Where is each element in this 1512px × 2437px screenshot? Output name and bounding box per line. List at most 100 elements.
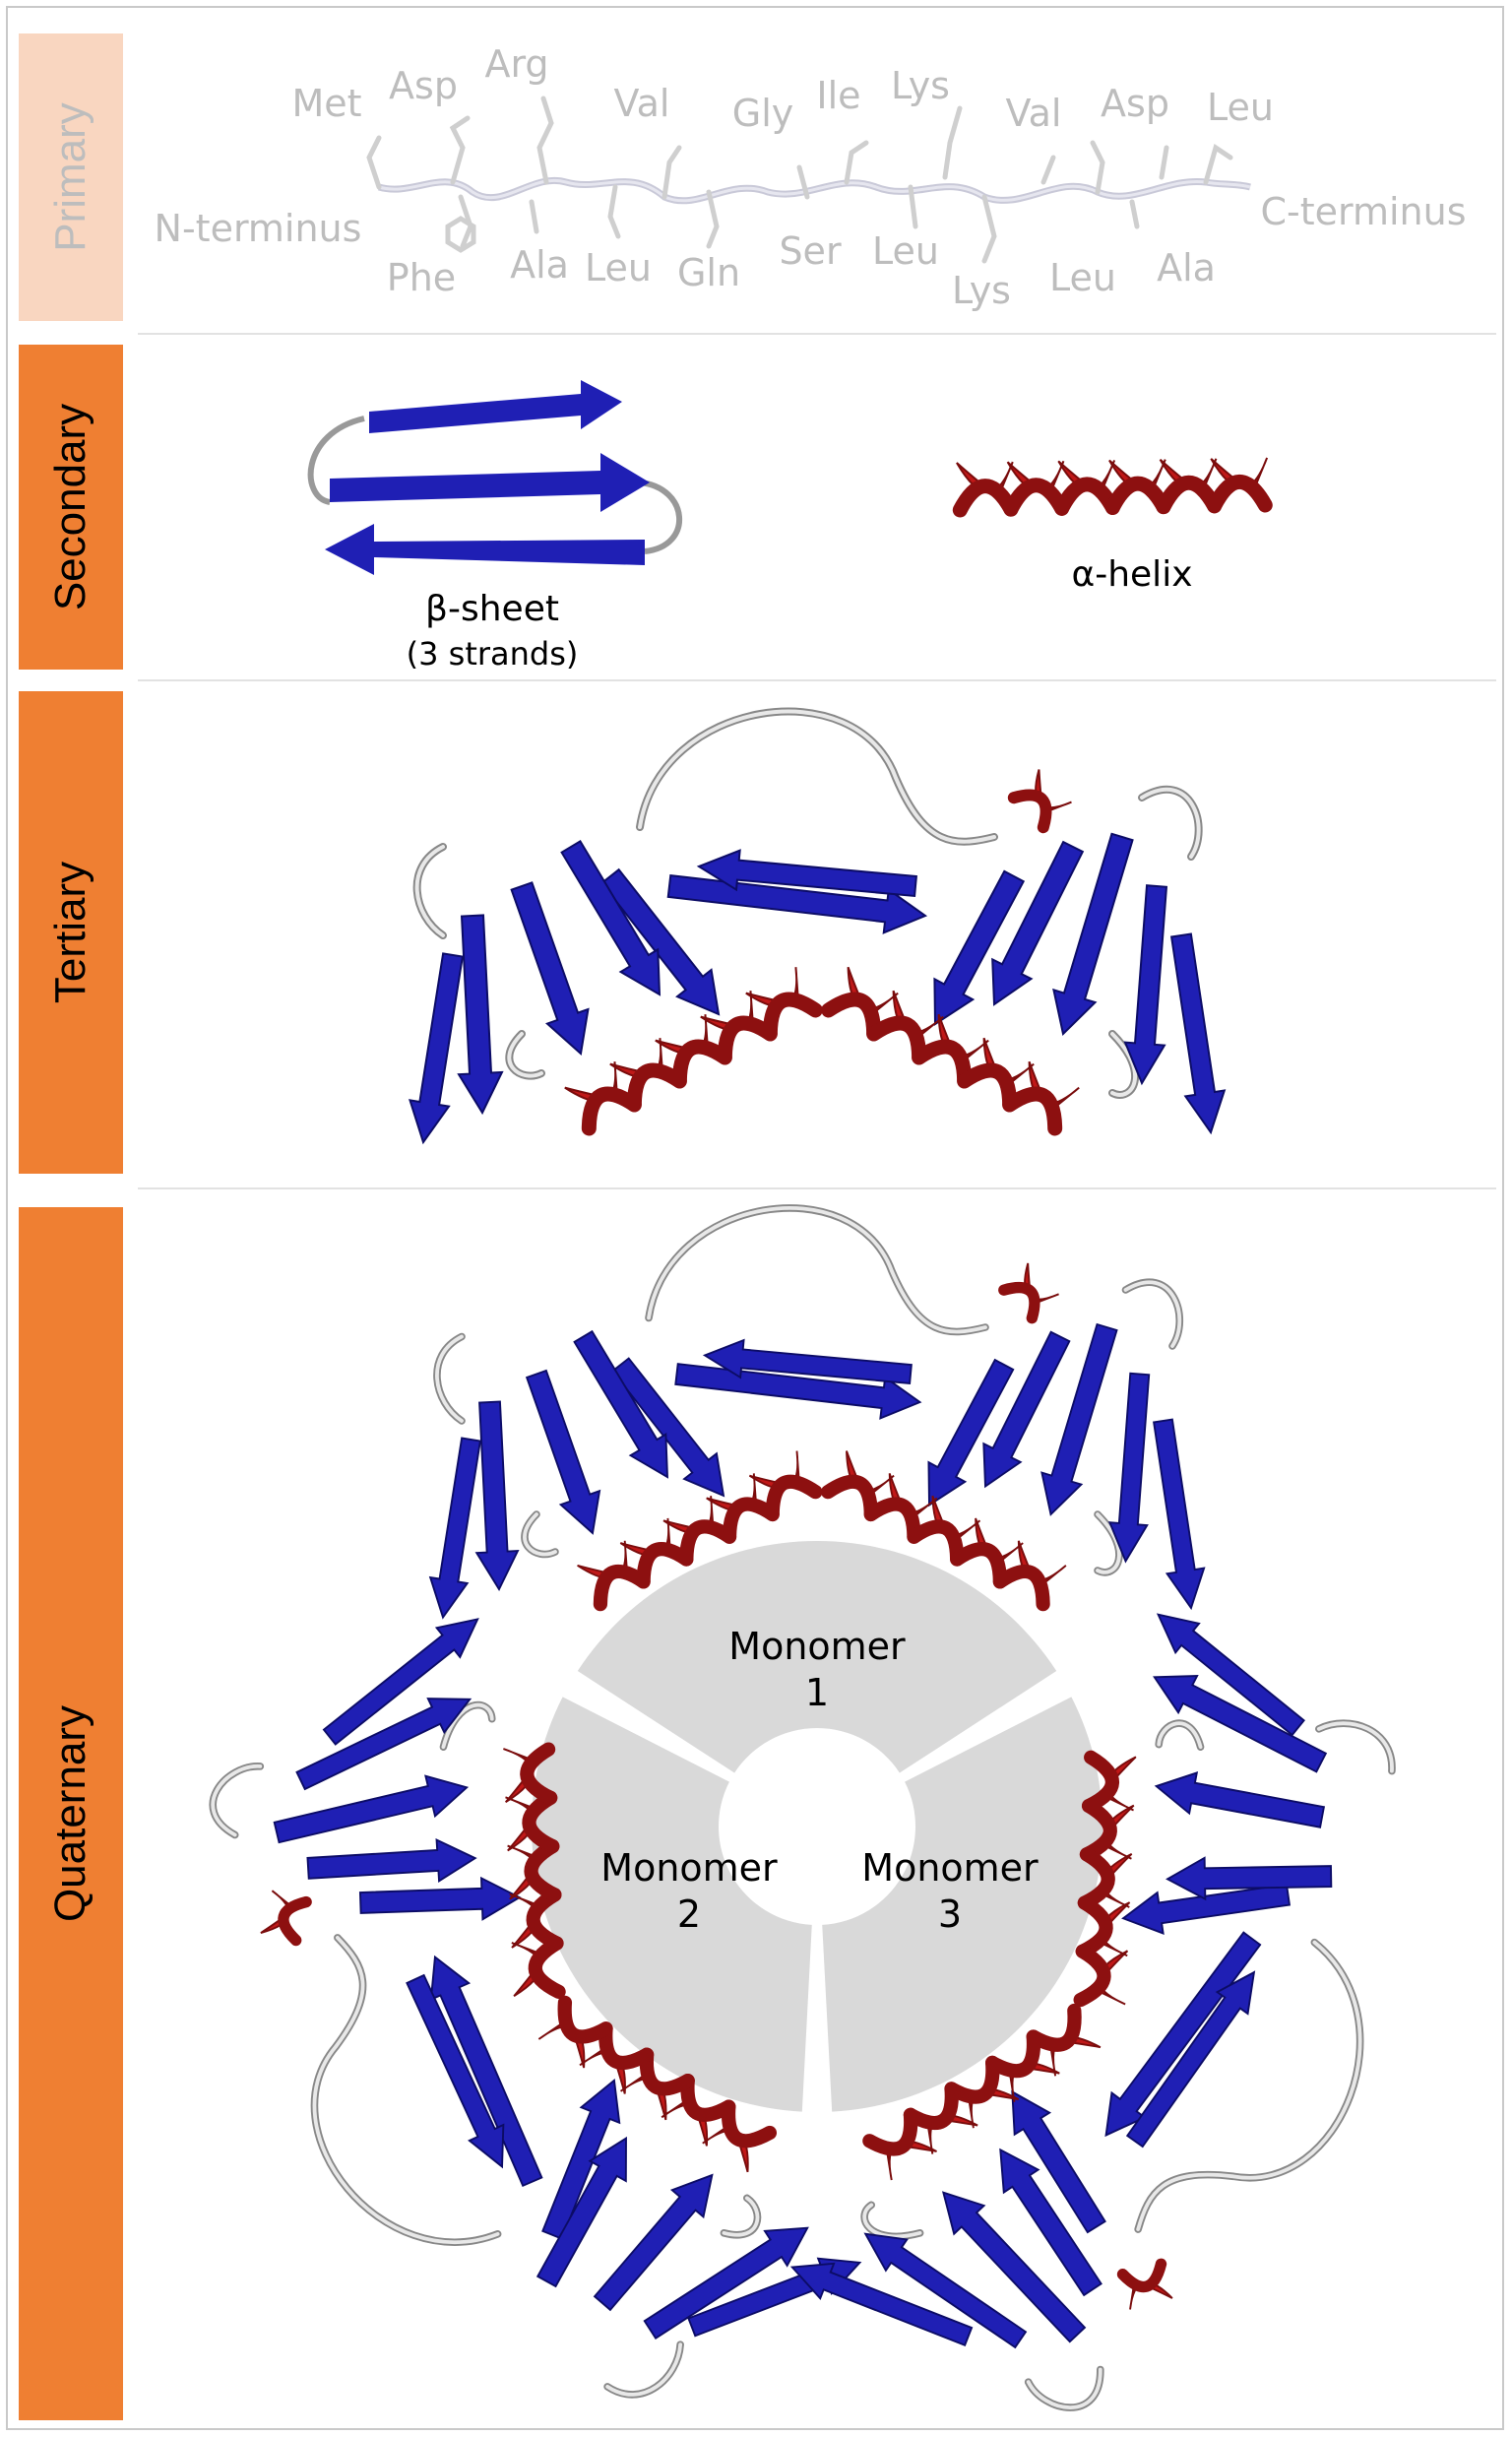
helix-turn-back bbox=[593, 1564, 651, 1612]
beta-strand bbox=[666, 873, 928, 934]
beta-strand bbox=[863, 2232, 1028, 2349]
beta-strand bbox=[358, 1876, 522, 1921]
short-helix bbox=[1007, 769, 1072, 834]
beta-strand bbox=[525, 1369, 601, 1535]
residue-label-top: Val bbox=[1006, 92, 1062, 135]
alpha-helix-right bbox=[503, 1742, 566, 1999]
monomer-left-loop-highlight bbox=[414, 845, 445, 937]
beta-strand bbox=[1107, 1372, 1151, 1564]
beta-strand bbox=[702, 1338, 913, 1384]
helix-turn-back bbox=[1073, 1944, 1111, 2008]
helix-turn-back bbox=[626, 1062, 687, 1113]
tab-tertiary: Tertiary bbox=[19, 691, 123, 1174]
tab-quaternary: Quaternary bbox=[19, 1207, 123, 2420]
residue-label-bottom: Leu bbox=[585, 246, 652, 289]
alpha-helix-label: α-helix bbox=[1072, 554, 1193, 595]
helix-turn-back bbox=[1156, 475, 1223, 515]
helix-turn-back bbox=[526, 1888, 564, 1951]
beta-strand-middle bbox=[330, 453, 650, 512]
short-helix bbox=[1116, 2258, 1173, 2310]
monomer-right-bottom-loop-highlight bbox=[1110, 1032, 1137, 1097]
helix-turn-back bbox=[679, 1519, 737, 1567]
beta-strand bbox=[1011, 2089, 1106, 2234]
alpha-helix-right bbox=[862, 2003, 1102, 2181]
helix-turn-back bbox=[952, 479, 1019, 518]
helix-turn-back bbox=[721, 2099, 778, 2148]
beta-strand bbox=[991, 840, 1085, 1006]
beta-strand bbox=[927, 1358, 1015, 1507]
monomer-left-bottom-loop-highlight bbox=[507, 1032, 543, 1078]
helix-turn-back bbox=[1003, 478, 1070, 517]
beta-strand bbox=[428, 1437, 481, 1620]
beta-strand bbox=[541, 2078, 621, 2240]
short-helix bbox=[998, 1262, 1059, 1324]
residue-label-top: Ile bbox=[816, 74, 860, 117]
helix-turn-back bbox=[722, 1497, 780, 1544]
helix-turn-back bbox=[985, 2029, 1041, 2079]
side-chains bbox=[366, 96, 1233, 264]
beta-strand bbox=[560, 839, 662, 996]
beta-strand bbox=[295, 1698, 472, 1791]
beta-strand bbox=[1156, 1613, 1305, 1737]
helix-turn-back bbox=[557, 1995, 613, 2044]
helix-turn-back bbox=[944, 2055, 1000, 2104]
helix-turn-back bbox=[998, 1281, 1040, 1324]
divider-secondary bbox=[138, 679, 1496, 681]
beta-strand bbox=[1104, 1931, 1262, 2138]
helix-turn-back bbox=[1104, 476, 1171, 515]
residue-label-top: Met bbox=[291, 82, 361, 125]
beta-strand bbox=[474, 1400, 520, 1591]
residue-label-top: Leu bbox=[1207, 86, 1274, 129]
monomer-right-bottom-loop-highlight bbox=[862, 2203, 922, 2239]
residue-label-top: Lys bbox=[891, 64, 950, 107]
helix-turn-back bbox=[957, 1062, 1018, 1113]
monomer-2-label: Monomer bbox=[600, 1846, 778, 1890]
monomer-top-loop-highlight bbox=[647, 1206, 987, 1334]
monomer-top-loop bbox=[645, 1204, 989, 1336]
monomer-right-bottom-loop-highlight bbox=[1096, 1512, 1121, 1574]
beta-strand bbox=[982, 1330, 1071, 1489]
beta-strand bbox=[1169, 932, 1227, 1135]
residue-label-bottom: Phe bbox=[387, 256, 456, 299]
alpha-helix-left bbox=[564, 967, 823, 1136]
alpha-helix-left bbox=[537, 1995, 778, 2173]
helix-turn-back bbox=[639, 2047, 695, 2096]
helix-turn-back bbox=[1079, 1798, 1117, 1862]
helix-turn-back bbox=[863, 1497, 921, 1544]
alpha-helix-right bbox=[821, 966, 1080, 1136]
helix-turn-back bbox=[950, 1542, 1008, 1589]
beta-strand bbox=[306, 1838, 477, 1883]
beta-strand bbox=[674, 1363, 922, 1420]
monomer-left-loop-highlight bbox=[1316, 1721, 1394, 1773]
helix-turn-back bbox=[762, 992, 823, 1042]
monomer-top-loop-highlight bbox=[638, 709, 996, 844]
quaternary-structure: Monomer 1 Monomer 2 Monomer 3 bbox=[209, 1204, 1396, 2411]
ring-segment bbox=[577, 1540, 1057, 1773]
alpha-helix-right bbox=[820, 1450, 1067, 1612]
helix-turn-back bbox=[1207, 475, 1273, 514]
beta-strand-bottom bbox=[325, 524, 645, 575]
beta-strand bbox=[643, 2226, 809, 2341]
helix-turn-back bbox=[765, 1474, 823, 1522]
divider-tertiary bbox=[138, 1187, 1496, 1189]
monomer-3-number: 3 bbox=[938, 1892, 962, 1936]
tertiary-monomer bbox=[409, 707, 1227, 1145]
quaternary-monomer-2 bbox=[209, 1618, 862, 2399]
divider-primary bbox=[138, 333, 1496, 335]
beta-strand bbox=[409, 952, 465, 1145]
helix-turn-back bbox=[1007, 789, 1052, 834]
secondary-structure: β-sheet (3 strands) α-helix bbox=[307, 380, 1273, 673]
monomer-left-bottom-loop-highlight bbox=[523, 1512, 557, 1557]
monomer-2-number: 2 bbox=[677, 1892, 701, 1936]
residue-label-bottom: Gln bbox=[677, 251, 740, 294]
residue-label-bottom: Ala bbox=[1157, 246, 1216, 289]
beta-strand bbox=[1153, 1418, 1206, 1611]
monomer-left-bottom-loop-highlight bbox=[1157, 1721, 1203, 1750]
beta-strand bbox=[457, 914, 504, 1116]
monomer-1-number: 1 bbox=[805, 1671, 829, 1714]
residue-label-bottom: Leu bbox=[1049, 256, 1116, 299]
helix-turn-back bbox=[866, 1015, 927, 1065]
monomer-left-bottom-loop-highlight bbox=[722, 2196, 760, 2237]
